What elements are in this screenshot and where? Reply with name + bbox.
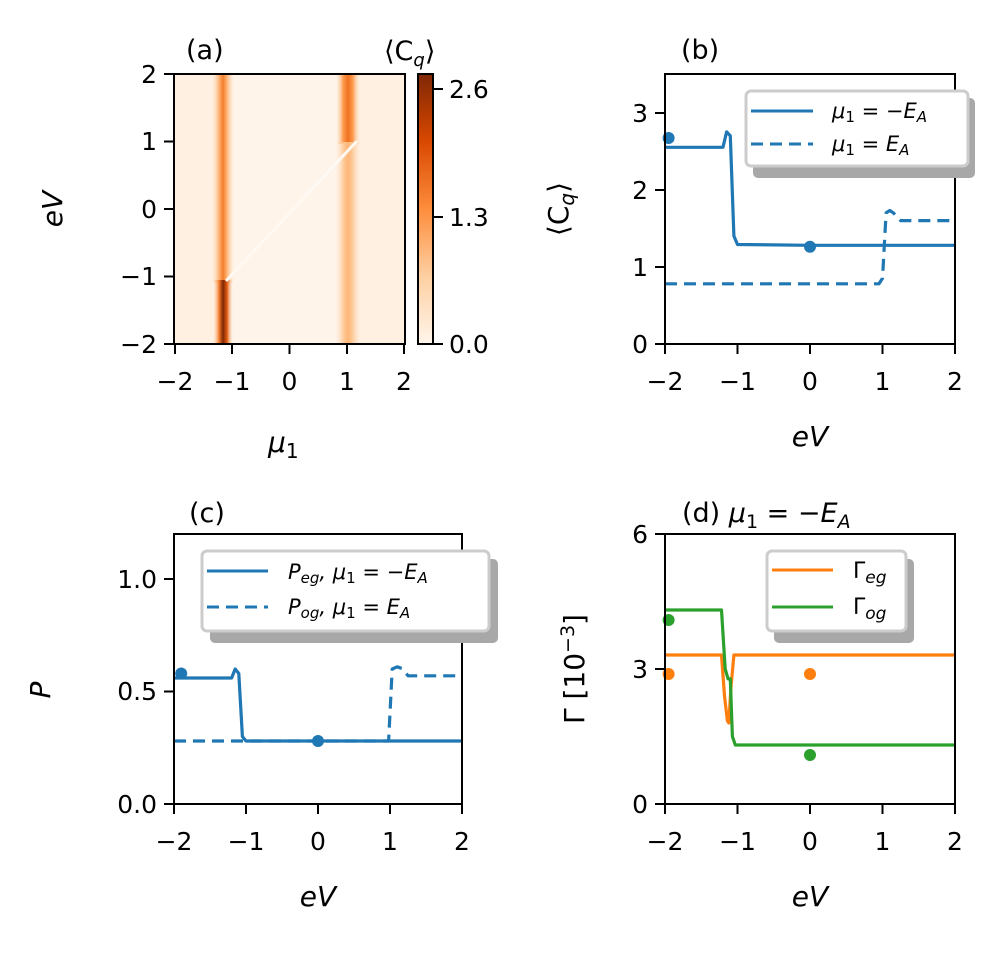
panel-b-ytick: 3 [632, 99, 648, 128]
panel-a-ytick: −2 [120, 330, 157, 359]
panel-d-ylabel: Γ [10−3] [557, 614, 591, 724]
panel-a-ylabel: eV [36, 189, 69, 227]
panel-a-ytick: 2 [141, 60, 157, 89]
series-line [174, 665, 462, 743]
panel-b-ytick: 2 [632, 176, 648, 205]
panel-a-x-axis [174, 344, 405, 354]
colorbar-tick: 2.6 [449, 75, 489, 104]
panel-a: (a) 2 1 0 −1 −2 [36, 35, 489, 463]
panel-c-x-axis [173, 804, 463, 814]
panel-b-xtick: −2 [647, 367, 684, 396]
data-point [175, 667, 188, 680]
panel-c-ytick: 0.5 [117, 677, 157, 706]
legend-label: μ1 = EA [831, 132, 909, 159]
panel-b-ylabel: ⟨Cq⟩ [542, 182, 579, 236]
legend-box [200, 549, 491, 633]
panel-c-xlabel: eV [300, 880, 338, 913]
panel-b-xtick: 0 [802, 367, 818, 396]
panel-a-xtick: −1 [214, 367, 251, 396]
panel-c-title: (c) [189, 498, 225, 529]
colorbar-tick: 1.3 [449, 203, 489, 232]
heatmap-diagonal [224, 139, 359, 283]
data-point [804, 749, 816, 761]
heatmap [173, 73, 406, 345]
panel-b-legend: μ1 = −EA μ1 = EA [744, 89, 975, 178]
panel-b-title: (b) [681, 35, 719, 66]
series-line [665, 130, 955, 247]
panel-c-ytick: 0.0 [117, 790, 157, 819]
heatmap-center-tint [230, 74, 350, 344]
legend-label: Pog, μ1 = EA [288, 595, 410, 622]
panel-b-xtick: 2 [947, 367, 963, 396]
panel-a-xtick: −2 [157, 367, 194, 396]
panel-c-plot-area [174, 665, 462, 747]
panel-a-ytick: 0 [141, 195, 157, 224]
series-line [665, 208, 955, 286]
data-point [312, 735, 324, 747]
panel-d-x-axis [664, 804, 956, 814]
colorbar-tick: 0.0 [449, 330, 489, 359]
panel-d-xlabel: eV [792, 880, 830, 913]
panel-b-xtick: −1 [719, 367, 756, 396]
legend-label: Γeg [853, 559, 887, 588]
panel-b-xlabel: eV [792, 420, 830, 453]
heatmap-band-right-lower [336, 142, 360, 344]
panel-d-xtick: −2 [647, 827, 684, 856]
panel-d-xtick: 2 [947, 827, 963, 856]
panel-c-xtick: 1 [382, 827, 398, 856]
panel-a-xtick: 2 [396, 367, 412, 396]
series-line [665, 608, 955, 747]
panel-d-ytick: 6 [632, 520, 648, 549]
panel-a-ytick: −1 [120, 262, 157, 291]
legend-label: μ1 = −EA [831, 99, 927, 126]
panel-c-ytick: 1.0 [117, 565, 157, 594]
panel-a-xtick: 1 [339, 367, 355, 396]
panel-a-title: (a) [186, 35, 224, 66]
panel-d-ytick: 0 [632, 790, 648, 819]
panel-a-xtick: 0 [282, 367, 298, 396]
panel-b-xtick: 1 [875, 367, 891, 396]
panel-a-xlabel: μ1 [267, 426, 299, 463]
colorbar-gradient [417, 73, 434, 345]
panel-c-y-axis [164, 578, 174, 805]
panel-d-ytick: 3 [632, 655, 648, 684]
panel-d-y-axis [655, 533, 665, 805]
panel-c-legend: Peg, μ1 = −EA Pog, μ1 = EA [200, 549, 498, 643]
panel-b-x-axis [664, 344, 956, 354]
panel-c-xtick: −2 [156, 827, 193, 856]
panel-c-xtick: 0 [310, 827, 326, 856]
panel-d-xtick: 1 [875, 827, 891, 856]
panel-b-ytick: 0 [632, 330, 648, 359]
heatmap-band-left-upper [212, 74, 234, 283]
panel-a-ytick: 1 [141, 127, 157, 156]
panel-a-y-axis [164, 73, 174, 345]
heatmap-band-right-upper [336, 74, 360, 144]
panel-d-title: (d) μ1 = −EA [682, 498, 851, 533]
colorbar-title: ⟨Cq⟩ [384, 36, 435, 71]
heatmap-band-left-lower [213, 280, 233, 344]
data-point [804, 668, 816, 680]
panel-c: (c) 1.0 0.5 0.0 −2 −1 0 1 2 eV P [24, 498, 498, 913]
panel-c-xtick: −1 [228, 827, 265, 856]
panel-d-legend: Γeg Γog [765, 549, 914, 643]
panel-b: (b) 3 2 1 0 −2 −1 0 1 2 eV ⟨Cq⟩ [542, 35, 975, 453]
legend-label: Peg, μ1 = −EA [288, 560, 428, 587]
series-line [665, 653, 955, 725]
panel-c-xtick: 2 [454, 827, 470, 856]
panel-c-ylabel: P [24, 681, 57, 698]
panel-b-ytick: 1 [632, 253, 648, 282]
data-point [804, 240, 816, 253]
panel-d: (d) μ1 = −EA 6 3 0 −2 −1 0 1 2 eV Γ [10−… [557, 498, 963, 913]
panel-d-plot-area [662, 608, 955, 761]
series-line [174, 667, 462, 743]
panel-b-y-axis [655, 112, 665, 345]
panel-d-xtick: −1 [719, 827, 756, 856]
colorbar: 2.6 1.3 0.0 ⟨Cq⟩ [384, 36, 489, 359]
panel-d-xtick: 0 [802, 827, 818, 856]
legend-label: Γog [853, 595, 887, 624]
panel-b-plot-area [662, 130, 955, 286]
